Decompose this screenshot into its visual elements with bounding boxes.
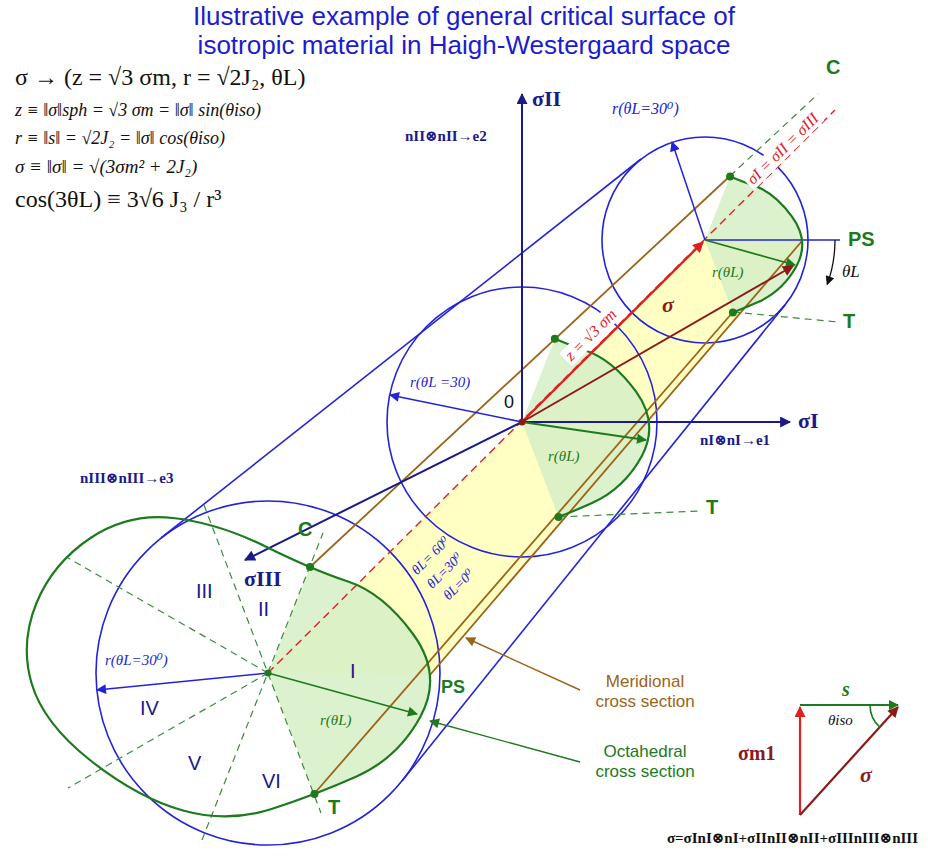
mean-stress-vector [799,707,801,815]
meridian-extension [559,511,701,517]
hydrostatic-axis [268,110,835,673]
point-label: C [826,56,840,79]
stress-vector [800,707,898,815]
section-point [729,309,737,317]
sector-number: I [350,660,356,683]
axis-basis: nII⊗nII→e2 [405,128,487,145]
axis-label: σIII [244,566,282,591]
radius-arrow [390,395,522,422]
z-vector [522,242,703,422]
section-caption: Meridional cross section [585,672,705,711]
radius-arrow [522,422,646,440]
sector-number: III [196,580,213,603]
sector-fill [705,176,802,312]
axis-basis: nI⊗nI→e1 [700,432,770,449]
radius-label: r(θL) [712,264,744,281]
stress-vector [522,266,793,422]
point-label: T [843,310,855,333]
origin-label: 0 [504,392,514,413]
sector-divider [202,533,323,840]
section-point [555,513,563,521]
point-label: T [706,496,718,519]
radius-arrow [705,240,795,265]
angle-label: θiso [828,712,853,729]
radius-arrow [672,142,705,240]
angle-label: θL [842,262,860,282]
meridian-extension [733,312,838,322]
formula: σ → (z = √3 σm, r = √2J₂, θL) [15,64,305,92]
vector-label: s [842,678,850,701]
radius-label: r(θL) [548,448,580,465]
sector-fill [522,339,649,517]
formula: z ≡ ‖σ‖sph = √3 σm = ‖σ‖ sin(θiso) [15,100,261,121]
vector-label: σ [662,292,674,317]
section-point [551,335,559,343]
axis-label: σI [798,408,819,433]
vector-label: σm1 [738,742,776,765]
sector-number: II [258,598,269,621]
ps-direction [705,239,840,240]
axis-basis: nIII⊗nIII→e3 [80,470,173,487]
sector-divider [68,673,268,788]
sector-number: VI [262,770,281,793]
section-arc [730,176,802,312]
sector-divider [68,558,268,673]
axis-label: σII [532,86,561,111]
radius-label: r(θL) [320,712,352,729]
point-label: PS [441,677,465,698]
diagram-title: Ilustrative example of general critical … [164,2,764,59]
radius-label: r(θL=30⁰) [612,100,679,118]
principal-axis [245,422,522,560]
vector-label: σ [860,762,872,787]
leader-line [430,721,580,762]
sector-number: V [188,752,201,775]
sector-fill [268,567,430,794]
sector-number: IV [140,697,159,720]
leader-line [466,638,580,690]
formula: cos(3θL) ≡ 3√6 J₃ / r³ [15,186,221,214]
section-point [306,563,314,571]
radius-label: r(θL=30⁰) [105,652,168,669]
deviator-vector [800,704,898,706]
angle-arc [827,240,835,285]
angle-arc [870,705,880,727]
section-point [311,790,319,798]
principal-axis [521,94,523,422]
radius-label: r(θL =30) [410,374,470,391]
section-caption: Octahedral cross section [585,742,705,781]
principal-axis [522,421,790,423]
meridian-line [310,176,730,567]
section-center [265,670,272,677]
octahedral-section [27,517,430,816]
point-label: PS [848,228,875,251]
radius-arrow [97,673,268,690]
section-point [726,172,734,180]
section-arc [555,339,650,517]
point-label: C [298,518,312,541]
meridian-line [314,312,733,794]
point-label: T [328,796,340,819]
origin-point [519,419,526,426]
formula: σ ≡ ‖σ‖ = √(3σm² + 2J₂) [15,156,197,178]
formula: σ=σInI⊗nI+σIInII⊗nII+σIIInIII⊗nIII [667,830,918,847]
radius-arrow [268,673,417,714]
cylinder-line [402,305,785,781]
formula: r ≡ ‖s‖ = √2J₂ = ‖σ‖ cos(θiso) [15,128,225,149]
